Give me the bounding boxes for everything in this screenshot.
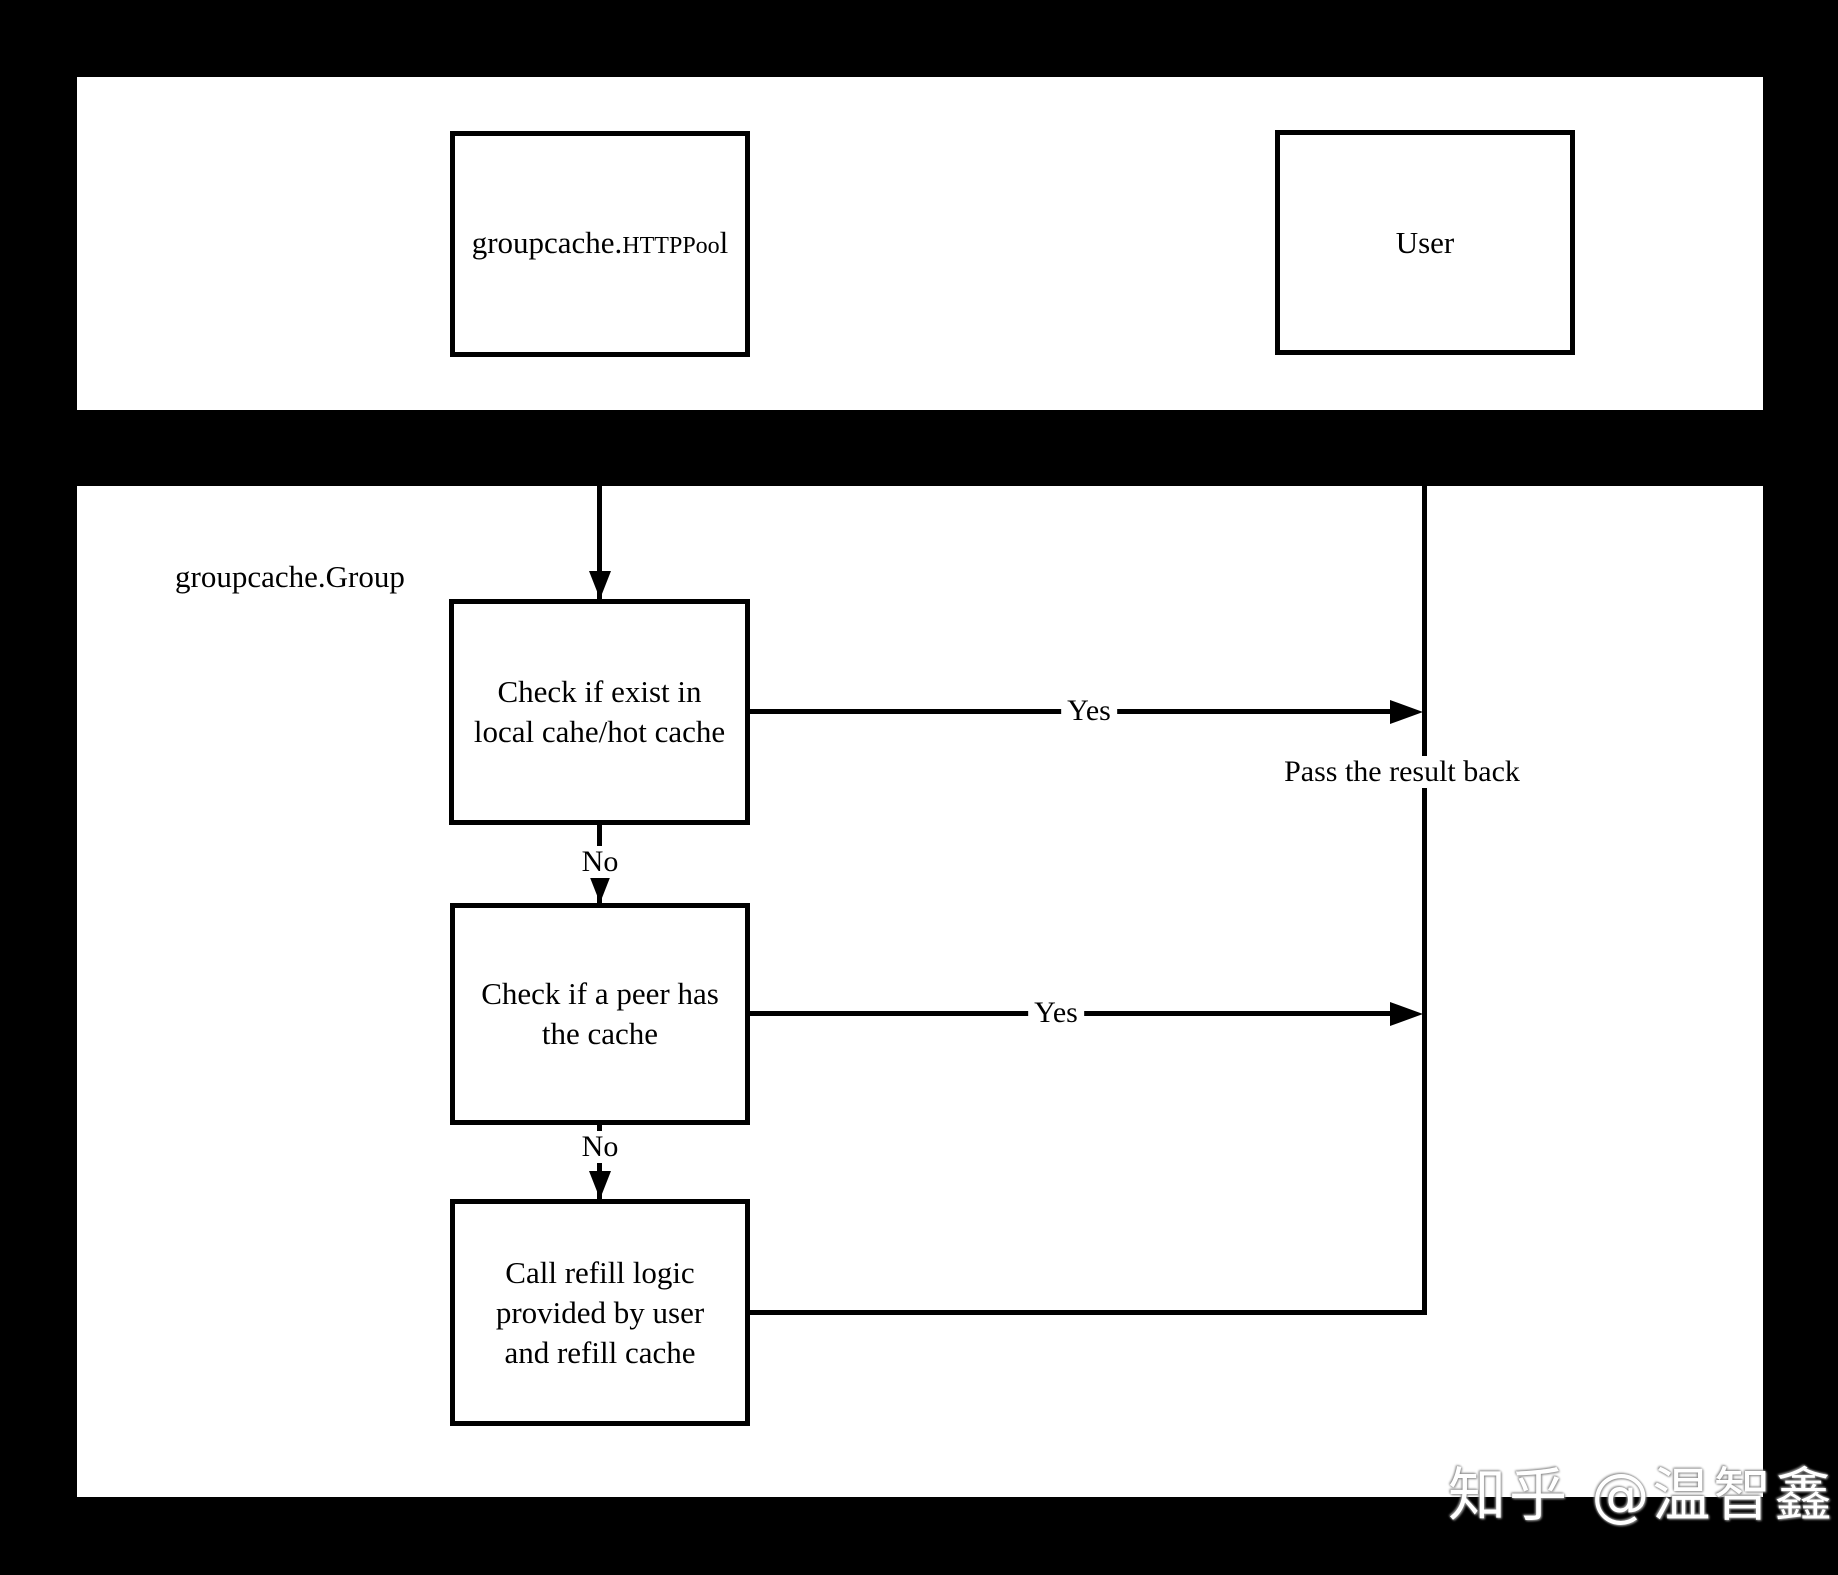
check-local-cache-node: Check if exist in local cahe/hot cache bbox=[449, 599, 750, 825]
check-local-line1: Check if exist in bbox=[497, 674, 702, 709]
connector-result-to-user bbox=[1422, 486, 1427, 1315]
arrowhead-into-refill-icon bbox=[589, 1171, 611, 1199]
arrowhead-yes-local-icon bbox=[1390, 700, 1423, 724]
zhihu-watermark: 知乎 @温智鑫 bbox=[1448, 1461, 1836, 1529]
check-peer-cache-node: Check if a peer has the cache bbox=[450, 903, 750, 1125]
httppool-node-label: groupcache.HTTPPool bbox=[472, 223, 729, 266]
check-peer-line1: Check if a peer has bbox=[481, 976, 719, 1011]
refill-logic-node: Call refill logic provided by user and r… bbox=[450, 1199, 750, 1426]
httppool-label-prefix: groupcache. bbox=[471, 224, 623, 260]
bottom-lane-panel bbox=[77, 486, 1763, 1497]
user-node-label: User bbox=[1395, 224, 1455, 260]
connector-refill-out bbox=[750, 1310, 1427, 1315]
group-lane-label: groupcache.Group bbox=[175, 559, 405, 594]
refill-line3: and refill cache bbox=[504, 1334, 696, 1370]
no-label-local: No bbox=[575, 846, 625, 878]
arrowhead-into-check-peer-icon bbox=[589, 875, 611, 903]
check-local-line2: local cahe/hot cache bbox=[473, 714, 726, 749]
no-label-peer: No bbox=[575, 1131, 625, 1163]
refill-line1: Call refill logic bbox=[505, 1254, 695, 1290]
yes-label-peer: Yes bbox=[1028, 997, 1084, 1029]
arrowhead-into-check-local-icon bbox=[589, 571, 611, 599]
check-peer-line2: the cache bbox=[541, 1016, 659, 1051]
user-node: User bbox=[1275, 130, 1575, 355]
yes-label-local: Yes bbox=[1061, 695, 1117, 727]
pass-result-back-label: Pass the result back bbox=[1274, 756, 1530, 788]
httppool-label-tail: l bbox=[719, 224, 729, 260]
arrowhead-yes-peer-icon bbox=[1390, 1002, 1423, 1026]
connector-into-check-local bbox=[597, 486, 602, 599]
refill-line2: provided by user bbox=[495, 1294, 705, 1330]
httppool-node: groupcache.HTTPPool bbox=[450, 131, 750, 357]
httppool-label-caps: HTTPPoo bbox=[622, 232, 720, 259]
